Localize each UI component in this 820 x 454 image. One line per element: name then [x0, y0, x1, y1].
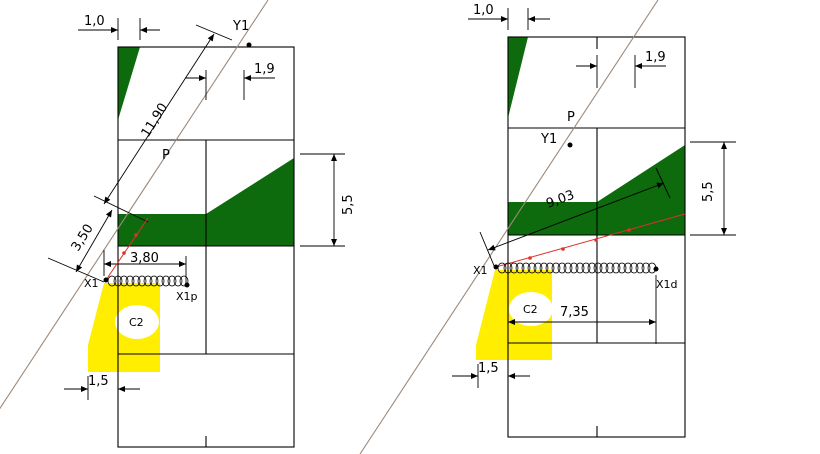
coil-loop — [161, 275, 171, 287]
coil-loop — [131, 275, 141, 287]
coil-loop — [581, 262, 591, 274]
coil-loop — [119, 275, 129, 287]
left-x1-point — [103, 277, 109, 283]
coil-loop — [539, 262, 549, 274]
coil-loop — [593, 262, 603, 274]
coil-loop — [167, 275, 177, 287]
left-p-label: P — [162, 148, 170, 163]
left-c2-label: C2 — [129, 316, 144, 329]
left-y1-label: Y1 — [232, 19, 249, 34]
right-dim-top-label: 1,0 — [473, 3, 494, 18]
left-y1-point — [246, 42, 252, 48]
left-cut-line — [0, 0, 269, 410]
right-p-label: P — [567, 110, 575, 125]
coil-loop — [173, 275, 183, 287]
coil-loop — [623, 262, 633, 274]
right-x1-label: X1 — [473, 264, 488, 277]
left-x1p-label: X1p — [176, 290, 198, 303]
left-green-shoulder — [118, 158, 294, 246]
left-x1p-point — [184, 282, 190, 288]
left-green-top — [118, 47, 140, 120]
left-c2-circle — [115, 305, 159, 339]
left-dim-3-50-label: 3,50 — [69, 222, 97, 255]
coil-loop — [635, 262, 645, 274]
right-dim-7-35-label: 7,35 — [560, 305, 589, 320]
right-x1d-point — [653, 266, 659, 272]
left-dim-5-5-label: 5,5 — [341, 194, 356, 215]
coil-loop — [557, 262, 567, 274]
coil-loop — [587, 262, 597, 274]
coil-loop — [143, 275, 153, 287]
coil-loop — [125, 275, 135, 287]
coil-loop — [569, 262, 579, 274]
coil-loop — [137, 275, 147, 287]
right-red-line — [495, 213, 686, 268]
left-dim-top-label: 1,0 — [84, 14, 105, 29]
coil-loop — [155, 275, 165, 287]
coil-loop — [641, 262, 651, 274]
coil-loop — [545, 262, 555, 274]
left-dim-1-9-label: 1,9 — [254, 62, 275, 77]
right-x1d-label: X1d — [656, 278, 678, 291]
coil-loop — [509, 262, 519, 274]
coil-loop — [503, 262, 513, 274]
coil-loop — [617, 262, 627, 274]
right-dim-1-5-label: 1,5 — [478, 361, 499, 376]
right-dim-1-9-label: 1,9 — [645, 50, 666, 65]
coil-loop — [527, 262, 537, 274]
coil-loop — [149, 275, 159, 287]
coil-loop — [629, 262, 639, 274]
left-dim-11-90-label: 11,90 — [139, 101, 171, 141]
left-red-line — [105, 217, 149, 281]
right-c2-label: C2 — [523, 303, 538, 316]
coil-loop — [599, 262, 609, 274]
left-dim-3-80-label: 3,80 — [130, 251, 159, 266]
right-y1-label: Y1 — [540, 132, 557, 147]
right-x1-point — [493, 264, 499, 270]
right-coil — [497, 262, 657, 274]
coil-loop — [605, 262, 615, 274]
left-x1-label: X1 — [84, 277, 99, 290]
right-dim-5-5-label: 5,5 — [701, 181, 716, 202]
coil-loop — [551, 262, 561, 274]
coil-loop — [563, 262, 573, 274]
coil-loop — [533, 262, 543, 274]
left-panel: C2 1,0 Y1 1,9 11,90 P — [0, 0, 356, 448]
coil-loop — [515, 262, 525, 274]
coil-loop — [113, 275, 123, 287]
coil-loop — [179, 275, 189, 287]
right-c2-circle — [509, 292, 553, 326]
right-panel: C2 1,0 1,9 P Y1 5,5 — [359, 0, 736, 454]
left-dim-1-5-label: 1,5 — [88, 374, 109, 389]
coil-loop — [611, 262, 621, 274]
coil-loop — [521, 262, 531, 274]
coil-loop — [575, 262, 585, 274]
right-y1-point — [567, 142, 573, 148]
right-green-top — [508, 37, 528, 118]
